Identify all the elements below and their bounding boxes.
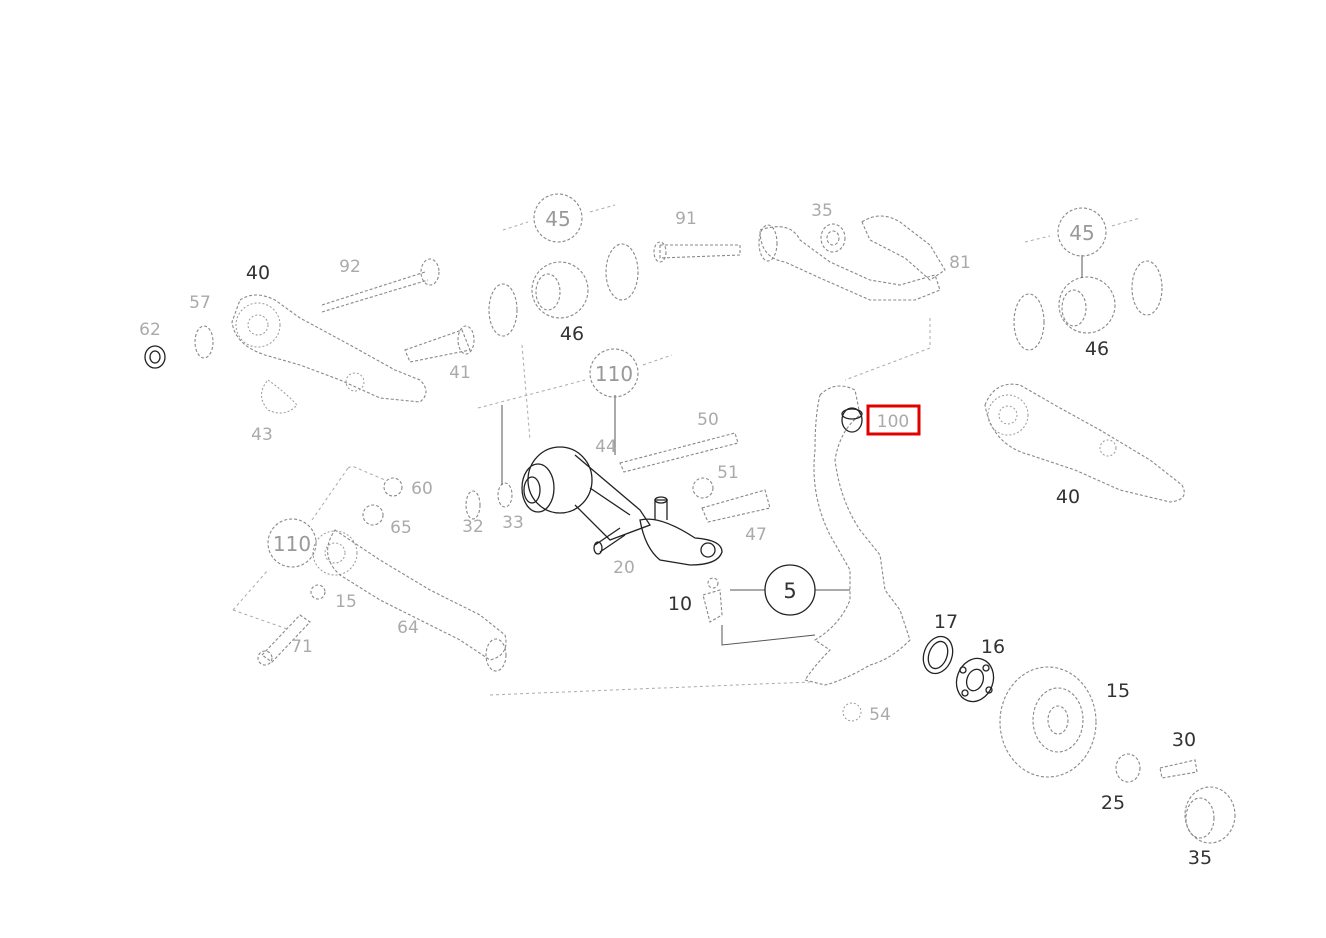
- bolt-30[interactable]: [1159, 759, 1198, 779]
- label-57: 57: [189, 293, 211, 313]
- control-arm-upper-left[interactable]: [231, 294, 427, 414]
- label-40-right: 40: [1056, 486, 1080, 508]
- label-54: 54: [869, 705, 891, 725]
- bolt-32-33[interactable]: [465, 482, 513, 520]
- bushing-100[interactable]: [841, 407, 863, 433]
- label-41: 41: [449, 363, 471, 383]
- label-47: 47: [745, 525, 767, 545]
- steering-knuckle-54[interactable]: [804, 385, 911, 722]
- label-40-left: 40: [246, 262, 270, 284]
- label-71: 71: [291, 637, 313, 657]
- label-43: 43: [251, 425, 273, 445]
- nut-51[interactable]: [692, 477, 714, 499]
- bolt-92[interactable]: [321, 258, 440, 313]
- bolt-91[interactable]: [653, 241, 741, 263]
- bushing-set-46-right[interactable]: [1013, 260, 1163, 351]
- nut-25[interactable]: [1115, 753, 1141, 783]
- label-45-center: 45: [545, 207, 570, 231]
- label-100: 100: [877, 412, 909, 432]
- circle-ref-5[interactable]: 5: [764, 564, 816, 616]
- label-91: 91: [675, 209, 697, 229]
- label-30: 30: [1172, 729, 1196, 751]
- lower-arm-left[interactable]: [257, 477, 507, 672]
- leader-lines: [232, 204, 1141, 696]
- label-35-top: 35: [811, 201, 833, 221]
- label-51: 51: [717, 463, 739, 483]
- control-arm-right[interactable]: [984, 383, 1185, 503]
- nut-62[interactable]: [144, 345, 166, 369]
- label-32: 32: [462, 517, 484, 537]
- part-labels: 40 57 62 92 41 43 46 91 35 81 46 50 44 5…: [139, 201, 1212, 869]
- label-33: 33: [502, 513, 524, 533]
- label-60: 60: [411, 479, 433, 499]
- label-110-center: 110: [595, 362, 633, 386]
- circle-ref-45-right[interactable]: 45: [1057, 207, 1107, 257]
- circle-ref-110-left[interactable]: 110: [267, 518, 317, 568]
- wheel-bearing-16[interactable]: [951, 653, 1000, 707]
- upper-wishbone-81[interactable]: [758, 215, 946, 301]
- label-46-right: 46: [1085, 338, 1109, 360]
- circle-ref-45-center[interactable]: 45: [533, 193, 583, 243]
- label-15-small: 15: [335, 592, 357, 612]
- label-10: 10: [668, 593, 692, 615]
- seal-ring-17[interactable]: [918, 632, 957, 677]
- label-44: 44: [595, 437, 617, 457]
- label-5: 5: [783, 579, 796, 603]
- label-50: 50: [697, 410, 719, 430]
- label-81: 81: [949, 253, 971, 273]
- label-25: 25: [1101, 792, 1125, 814]
- label-92: 92: [339, 257, 361, 277]
- bushing-47[interactable]: [701, 489, 771, 523]
- bushing-set-46-center[interactable]: [488, 243, 639, 337]
- ball-joint-10[interactable]: [702, 577, 723, 623]
- circle-ref-110-center[interactable]: 110: [589, 348, 639, 398]
- washer-57[interactable]: [194, 325, 214, 359]
- label-45-right: 45: [1069, 221, 1094, 245]
- bushing-35-top[interactable]: [820, 223, 846, 253]
- label-65: 65: [390, 518, 412, 538]
- label-46-center: 46: [560, 323, 584, 345]
- label-20: 20: [613, 558, 635, 578]
- label-15: 15: [1106, 680, 1130, 702]
- bushing-41[interactable]: [404, 325, 475, 363]
- label-35-bottom: 35: [1188, 847, 1212, 869]
- label-16: 16: [981, 636, 1005, 658]
- label-110-left: 110: [273, 532, 311, 556]
- label-62: 62: [139, 320, 161, 340]
- highlighted-part-100[interactable]: 100: [866, 404, 921, 436]
- wheel-hub-15[interactable]: [999, 666, 1097, 778]
- dust-cap-35[interactable]: [1184, 786, 1236, 844]
- lower-control-arm-44[interactable]: [521, 446, 723, 566]
- bolt-50[interactable]: [619, 432, 739, 473]
- label-17: 17: [934, 611, 958, 633]
- label-64: 64: [397, 618, 419, 638]
